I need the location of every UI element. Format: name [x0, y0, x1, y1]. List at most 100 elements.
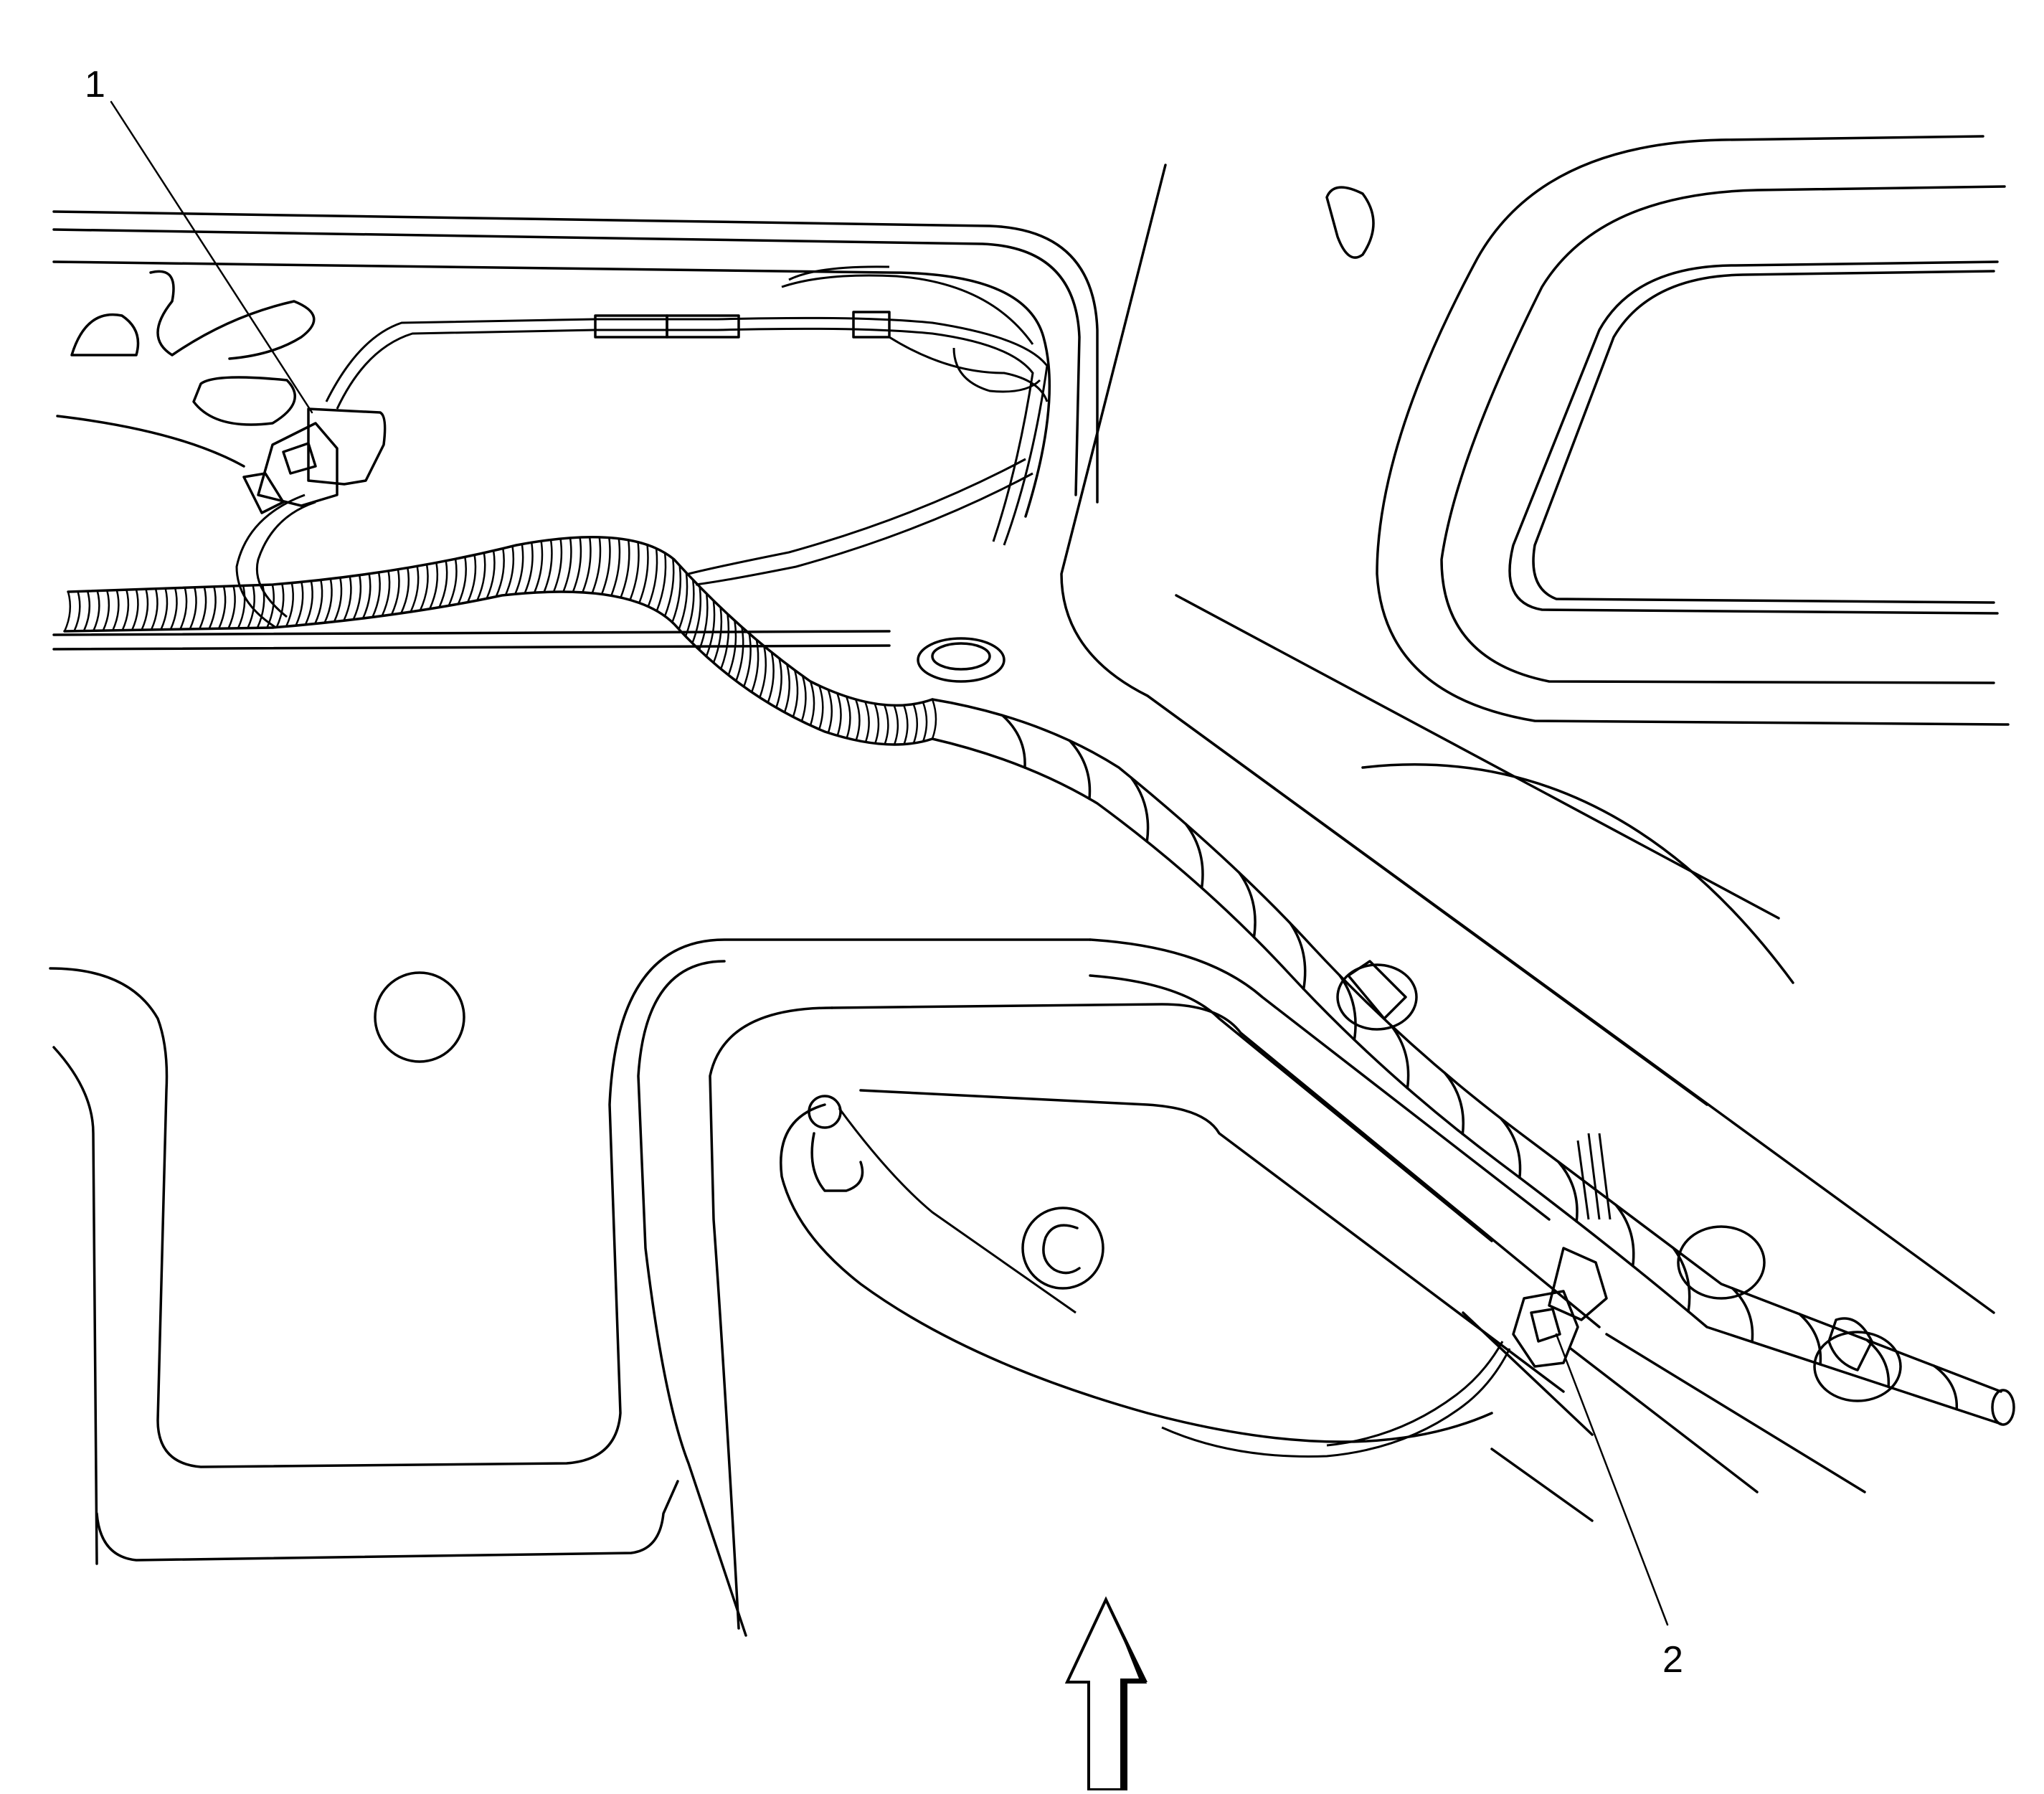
harness-rib — [678, 572, 689, 631]
harness-rib — [361, 572, 372, 620]
harness-rib — [735, 625, 744, 682]
harness-rib — [572, 536, 582, 593]
harness-rib — [372, 571, 381, 618]
harness-rib — [131, 588, 139, 631]
harness-rib — [671, 565, 682, 623]
harness-rib — [775, 657, 782, 709]
harness-rib — [836, 692, 842, 737]
harness-rib — [352, 574, 362, 620]
harness-tape-wrap — [1184, 823, 1204, 889]
harness-rib — [931, 698, 937, 740]
harness-rib — [304, 580, 313, 626]
grommets — [917, 637, 1902, 1402]
harness-rib — [275, 582, 285, 628]
harness-rib — [381, 570, 391, 617]
harness-rib — [809, 680, 815, 727]
harness-rib — [295, 581, 304, 627]
harness-rib — [712, 606, 723, 664]
harness-rib — [854, 698, 861, 742]
harness-tape-wrap — [1672, 1247, 1691, 1313]
harness-rib — [524, 542, 534, 595]
harness-rib — [438, 560, 448, 608]
harness-rib — [121, 588, 130, 631]
harness-rib — [486, 549, 496, 600]
harness-rib — [256, 584, 265, 629]
harness-rib — [705, 599, 716, 658]
harness-rib — [285, 582, 294, 628]
harness-rib — [457, 556, 467, 605]
harness-rib — [792, 669, 799, 718]
harness-rib — [504, 545, 515, 596]
harness-rib — [874, 702, 880, 745]
upper-right-panel — [1325, 135, 2010, 984]
direction-arrow-icon — [1064, 1596, 1148, 1791]
harness-rib — [93, 590, 100, 632]
harness-tape-wrap — [1614, 1203, 1635, 1267]
harness-rib — [893, 704, 899, 746]
harness-rib — [663, 557, 675, 618]
harness-rib — [767, 651, 775, 704]
harness-rib — [552, 537, 563, 593]
harness-rib — [410, 565, 420, 613]
harness-rib — [343, 575, 352, 622]
harness-rib — [111, 589, 120, 632]
harness-rib — [783, 663, 790, 714]
harness-rib — [902, 704, 909, 745]
harness-rib — [400, 567, 410, 615]
harness-tape-wrap — [1237, 871, 1257, 939]
harness-rib — [922, 701, 928, 742]
harness-rib — [827, 689, 833, 734]
harness-rib — [656, 552, 667, 612]
callout-1-leader — [110, 100, 313, 414]
harness-rib — [759, 645, 767, 699]
harness-rib — [629, 541, 640, 601]
harness-rib — [160, 587, 169, 631]
harness-rib — [390, 568, 400, 616]
harness-rib — [800, 674, 807, 722]
harness-rib — [476, 552, 486, 602]
connector-1 — [242, 407, 387, 514]
callout-1-label: 1 — [85, 64, 105, 105]
harness-rib — [684, 578, 695, 638]
harness-rib — [333, 577, 343, 623]
harness-rib — [742, 632, 752, 688]
harness-rib — [845, 695, 851, 740]
harness-rib — [102, 589, 110, 632]
harness-rib — [495, 547, 505, 598]
harness-rib — [63, 590, 72, 633]
harness-tape-wrap — [1444, 1072, 1465, 1136]
harness-rib — [719, 613, 730, 670]
harness-rib — [864, 701, 870, 743]
harness-rib — [514, 543, 524, 595]
c-mark-icon — [1021, 1207, 1104, 1290]
harness-rib — [150, 587, 158, 631]
upper-rail-panel — [52, 210, 1099, 651]
harness-rib — [818, 684, 824, 730]
harness-rib — [698, 593, 709, 651]
callout-2-leader — [1555, 1333, 1669, 1626]
harness-tape-wrap — [1289, 922, 1307, 991]
harness-rib — [691, 585, 702, 644]
harness-rib — [883, 704, 889, 745]
harness-tape-wrap — [1731, 1287, 1754, 1344]
harness-rib — [562, 537, 572, 593]
harness-rib — [727, 619, 737, 676]
harness-rib — [237, 585, 246, 630]
harness-rib — [82, 590, 91, 632]
harness-rib — [217, 585, 227, 630]
harness-rib — [189, 586, 197, 631]
harness-rib — [591, 536, 602, 595]
harness-tape-wrap — [1798, 1313, 1822, 1366]
harness-tape-wrap — [1499, 1117, 1522, 1179]
callout-2-label: 2 — [1662, 1639, 1683, 1681]
harness-rib — [533, 540, 544, 594]
harness-rib — [323, 577, 333, 624]
harness-rib — [638, 544, 649, 604]
harness-tape-wrap — [1000, 714, 1026, 769]
lower-left-panels — [49, 938, 1866, 1637]
harness-rib — [198, 586, 207, 631]
harness-rib — [179, 587, 188, 631]
harness-rib — [266, 583, 275, 629]
harness-rib — [419, 563, 429, 612]
